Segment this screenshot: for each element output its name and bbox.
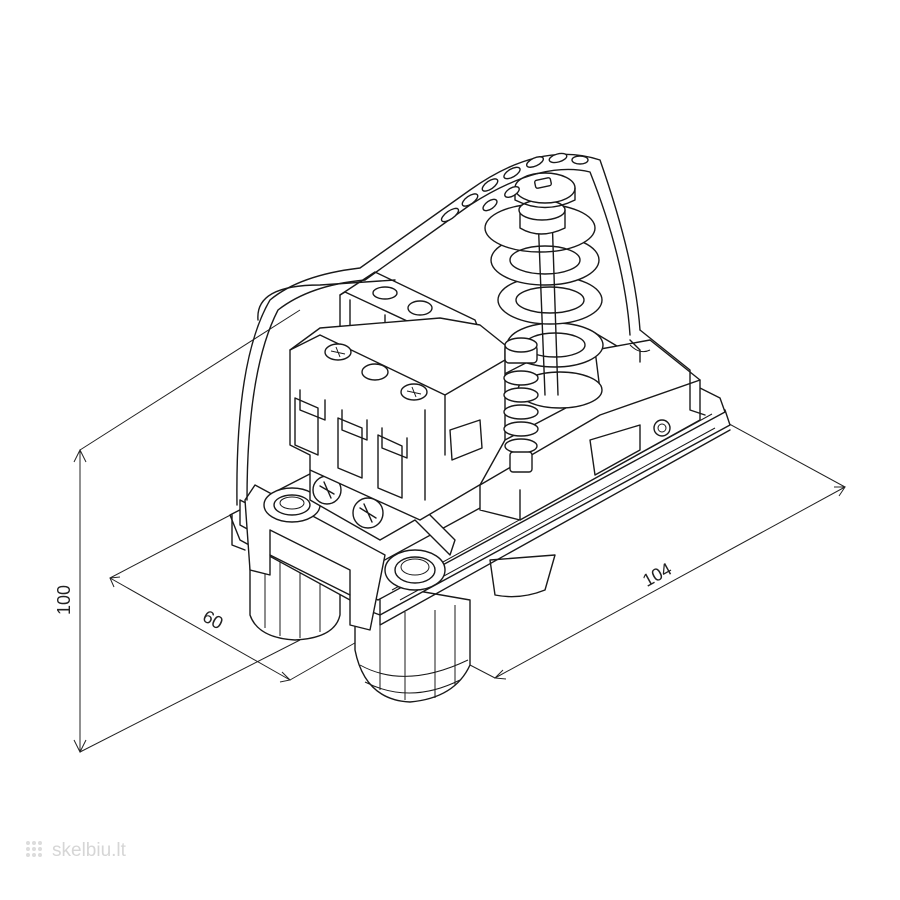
dimension-width-label: 104 [639,559,675,591]
dimension-height-label: 100 [54,585,74,615]
cable-gland-right [489,554,556,598]
dimension-depth-label: 60 [199,606,226,633]
watermark-text: skelbiu.lt [52,840,127,861]
terminal-block-front [289,317,506,521]
watermark-logo-icon [26,841,42,857]
dimension-height: 100 [54,309,301,754]
small-spring [503,337,539,473]
cover-bracket [236,152,706,506]
adjustment-screw [514,172,576,235]
watermark: skelbiu.lt [26,840,127,861]
